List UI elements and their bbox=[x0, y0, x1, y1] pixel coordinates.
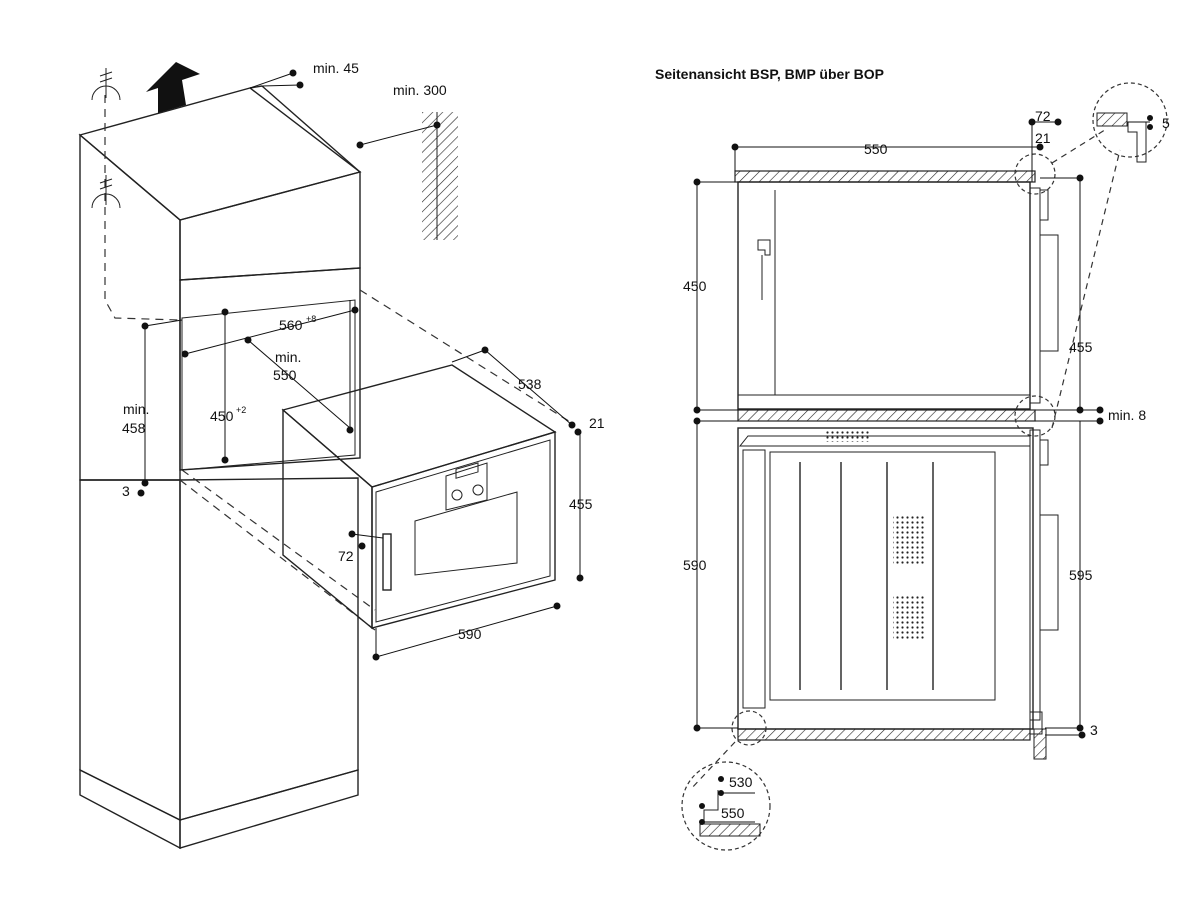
label-72-side: 72 bbox=[1035, 108, 1051, 124]
wall bbox=[422, 112, 458, 240]
label-min300: min. 300 bbox=[393, 82, 447, 98]
label-450-tolerance: +2 bbox=[236, 405, 246, 415]
ventilation-path bbox=[91, 62, 200, 321]
label-min550-line1: min. bbox=[275, 349, 301, 365]
label-21: 21 bbox=[589, 415, 605, 431]
label-min8: min. 8 bbox=[1108, 407, 1146, 423]
oven-appliance bbox=[281, 364, 557, 630]
niche-projection-lines bbox=[179, 289, 576, 631]
label-590: 590 bbox=[458, 626, 482, 642]
left-dimensions bbox=[137, 69, 584, 661]
label-455: 455 bbox=[569, 496, 593, 512]
label-3-side: 3 bbox=[1090, 722, 1098, 738]
label-538: 538 bbox=[518, 376, 542, 392]
label-min45: min. 45 bbox=[313, 60, 359, 76]
middle-shelf bbox=[737, 409, 1036, 422]
detail-bottom-left bbox=[681, 761, 771, 851]
label-5: 5 bbox=[1162, 115, 1170, 131]
label-min550-line2: 550 bbox=[273, 367, 297, 383]
upper-appliance bbox=[737, 181, 1059, 410]
label-550: 550 bbox=[864, 141, 888, 157]
label-min458-line2: 458 bbox=[122, 420, 146, 436]
label-530: 530 bbox=[729, 774, 753, 790]
label-72: 72 bbox=[338, 548, 354, 564]
airflow-arrow bbox=[146, 62, 200, 113]
tall-cabinet bbox=[78, 85, 362, 850]
label-21-side: 21 bbox=[1035, 130, 1051, 146]
label-450-side: 450 bbox=[683, 278, 707, 294]
label-590-side: 590 bbox=[683, 557, 707, 573]
label-450: 450 bbox=[210, 408, 234, 424]
label-3: 3 bbox=[122, 483, 130, 499]
detail-top-right bbox=[1092, 82, 1168, 163]
label-550-detail: 550 bbox=[721, 805, 745, 821]
bottom-shelf bbox=[737, 728, 1031, 741]
label-455-side: 455 bbox=[1069, 339, 1093, 355]
side-view-title: Seitenansicht BSP, BMP über BOP bbox=[655, 66, 884, 82]
side-view: Seitenansicht BSP, BMP über BOP bbox=[655, 66, 1170, 851]
lower-appliance bbox=[737, 427, 1059, 760]
label-min458-line1: min. bbox=[123, 401, 149, 417]
isometric-view: min. 45 min. 300 560 +8 min. 550 min. 45… bbox=[78, 60, 605, 850]
right-dimensions bbox=[693, 118, 1104, 739]
label-560-tolerance: +8 bbox=[306, 314, 316, 324]
top-shelf bbox=[734, 170, 1036, 183]
label-560: 560 bbox=[279, 317, 303, 333]
label-595: 595 bbox=[1069, 567, 1093, 583]
